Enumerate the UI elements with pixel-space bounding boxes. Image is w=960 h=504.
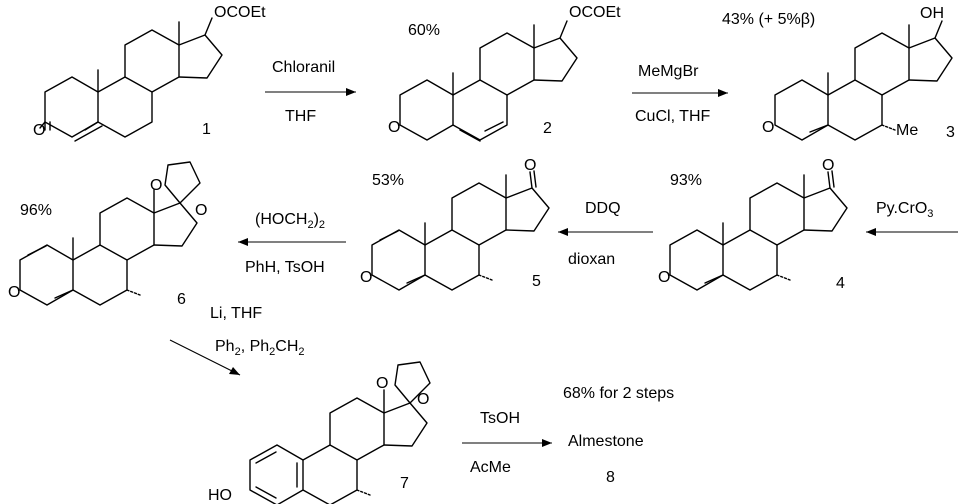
c3-number: 3 xyxy=(946,124,955,141)
c5-number: 5 xyxy=(532,273,541,290)
c6-number: 6 xyxy=(177,291,186,308)
step-5: (HOCH2)2 PhH, TsOH xyxy=(238,211,346,276)
c7-ketal-o2: O xyxy=(417,391,429,408)
step-6: Li, THF Ph2, Ph2CH2 xyxy=(169,305,305,376)
c3-carbonyl-o: O xyxy=(762,119,774,136)
c2-number: 2 xyxy=(543,120,552,137)
c5-yield: 53% xyxy=(372,172,404,189)
c4-yield: 93% xyxy=(670,172,702,189)
step-4-reagent: DDQ xyxy=(585,200,621,217)
c4-keto-o: O xyxy=(822,157,834,174)
c3-methyl: Me xyxy=(896,122,918,139)
c8-name: Almestone xyxy=(568,433,644,450)
step-3-reagent: Py.CrO3 xyxy=(876,200,933,220)
c8-yield: 68% for 2 steps xyxy=(563,385,674,402)
step-1-solvent: THF xyxy=(285,108,316,125)
c5-keto-o: O xyxy=(524,157,536,174)
c6-ketal-o2: O xyxy=(195,202,207,219)
c6-carbonyl-o: O xyxy=(8,284,20,301)
compound-7: HO O O 7 xyxy=(208,361,431,504)
step-3: Py.CrO3 xyxy=(866,200,958,236)
c6-ketal-o1: O xyxy=(150,177,162,194)
c7-ketal-o1: O xyxy=(376,375,388,392)
compound-8: 68% for 2 steps Almestone 8 xyxy=(563,385,674,486)
c4-number: 4 xyxy=(836,275,845,292)
compound-4: 93% O O 4 xyxy=(658,157,848,292)
step-7-solvent: AcMe xyxy=(470,459,511,476)
step-6-additives: Ph2, Ph2CH2 xyxy=(215,338,305,358)
c7-number: 7 xyxy=(400,475,409,492)
c1-substituent: OCOEt xyxy=(214,4,266,21)
step-1-reagent: Chloranil xyxy=(272,59,335,76)
c2-yield: 60% xyxy=(408,22,440,39)
compound-2: 60% O OCOEt 2 xyxy=(388,4,621,142)
step-4-solvent: dioxan xyxy=(568,251,615,268)
c1-number: 1 xyxy=(202,121,211,138)
c3-substituent: OH xyxy=(920,5,944,22)
c2-carbonyl-o: O xyxy=(388,119,400,136)
step-1: Chloranil THF xyxy=(265,59,356,125)
step-5-reagent: (HOCH2)2 xyxy=(255,211,325,231)
c2-substituent: OCOEt xyxy=(569,4,621,21)
c1-carbonyl-o: O xyxy=(33,122,45,139)
c5-carbonyl-o: O xyxy=(360,269,372,286)
step-2-reagent: MeMgBr xyxy=(638,63,699,80)
c6-yield: 96% xyxy=(20,202,52,219)
compound-1: O OCOEt 1 xyxy=(33,4,266,142)
step-6-reagent: Li, THF xyxy=(210,305,262,322)
c8-number: 8 xyxy=(606,469,615,486)
compound-5: 53% O O 5 xyxy=(360,157,550,291)
step-7-reagent: TsOH xyxy=(480,410,520,427)
step-7: TsOH AcMe xyxy=(462,410,552,476)
c4-carbonyl-o: O xyxy=(658,269,670,286)
step-2: MeMgBr CuCl, THF xyxy=(632,63,728,125)
compound-3: 43% (+ 5%β) O OH Me 3 xyxy=(722,5,955,141)
c7-hydroxyl: HO xyxy=(208,487,232,504)
step-2-solvent: CuCl, THF xyxy=(635,108,710,125)
step-5-conditions: PhH, TsOH xyxy=(245,259,325,276)
step-4: DDQ dioxan xyxy=(558,200,653,268)
c3-yield: 43% (+ 5%β) xyxy=(722,11,815,28)
compound-6: 96% O O O 6 xyxy=(8,161,207,308)
